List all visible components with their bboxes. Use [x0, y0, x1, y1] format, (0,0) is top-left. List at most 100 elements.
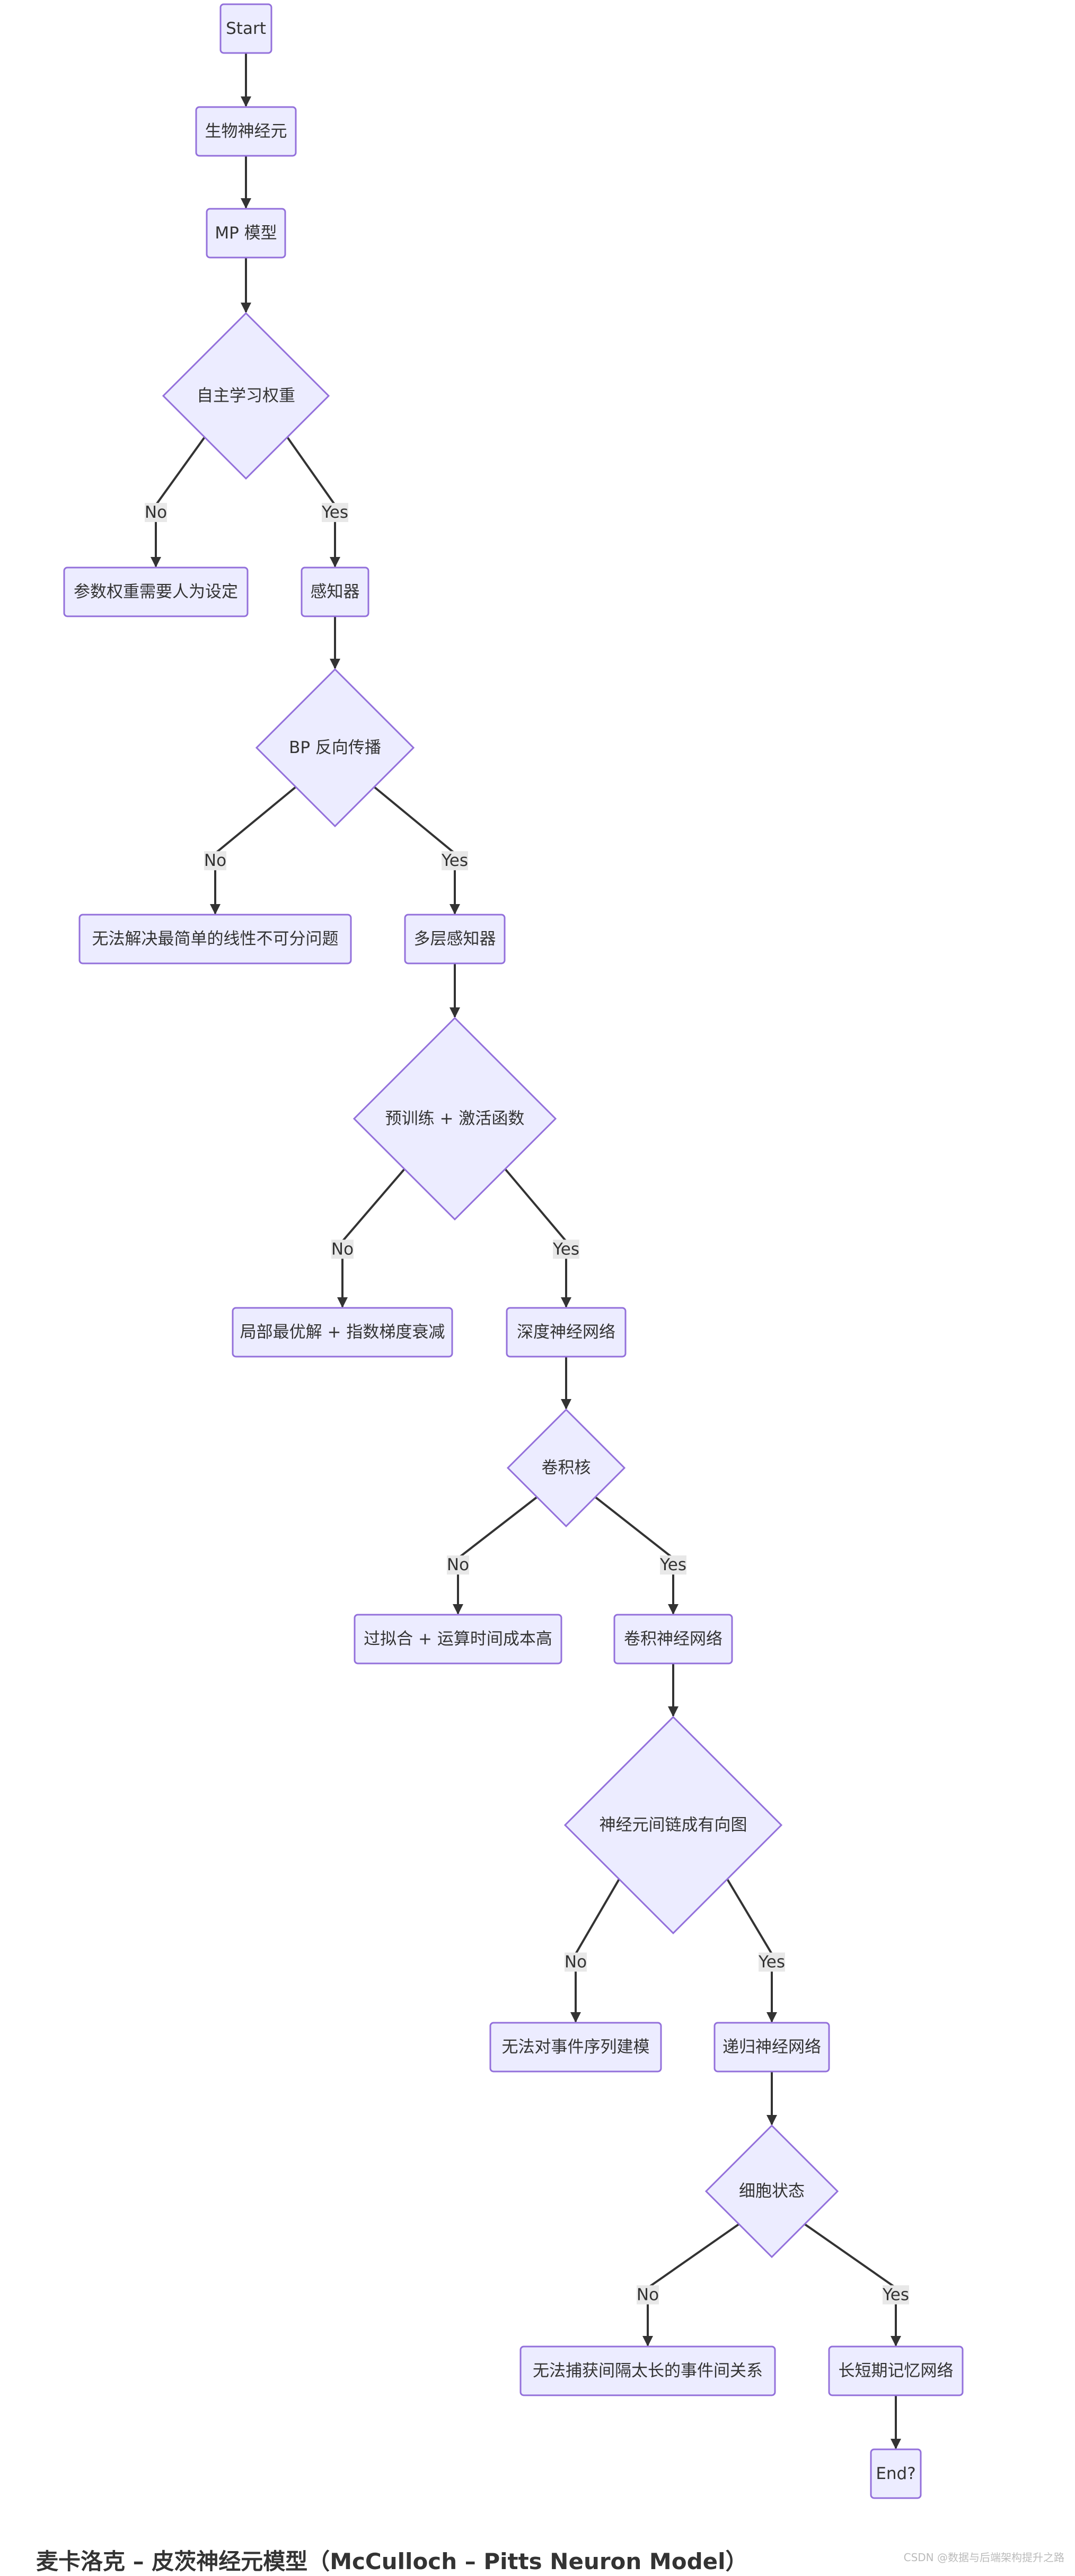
node-label: 无法对事件序列建模	[502, 2038, 650, 2057]
node-bio-neuron: 生物神经元	[195, 106, 297, 157]
node-cnn: 卷积神经网络	[613, 1614, 733, 1665]
node-no-sequence: 无法对事件序列建模	[489, 2022, 662, 2073]
process-box	[404, 914, 506, 964]
process-box	[232, 1307, 453, 1358]
decision-diamond	[704, 2124, 839, 2259]
node-start: Start	[219, 3, 272, 54]
edge-label-bg-q_cell-yes	[883, 2285, 909, 2305]
edge-label-bg-q_backprop-no	[204, 851, 226, 871]
decision-diamond	[162, 312, 330, 480]
edge-q_kernel-to-overfit	[453, 1496, 538, 1615]
edge-label-q_kernel-no: No	[447, 1555, 469, 1574]
edge-label-q_pretrain-no: No	[331, 1240, 354, 1259]
edge-q_pretrain-to-local_optimum	[337, 1168, 406, 1308]
edge-label-bg-q_backprop-yes	[442, 851, 468, 871]
node-label: 无法捕获间隔太长的事件间关系	[533, 2361, 763, 2380]
node-q-cell: 细胞状态	[704, 2124, 839, 2259]
edge-label-q_kernel-yes: Yes	[659, 1555, 686, 1574]
process-box	[78, 914, 352, 964]
node-label: MP 模型	[215, 224, 277, 243]
node-end: End?	[870, 2448, 922, 2499]
process-box	[63, 566, 249, 617]
process-box	[219, 3, 272, 54]
node-label: 递归神经网络	[722, 2038, 821, 2057]
node-label: 过拟合 + 运算时间成本高	[364, 1630, 552, 1649]
edge-label-bg-q_self_learn-yes	[322, 503, 348, 523]
node-label: 无法解决最简单的线性不可分问题	[92, 930, 339, 949]
edge-label-q_backprop-no: No	[204, 851, 226, 870]
node-overfit: 过拟合 + 运算时间成本高	[354, 1614, 562, 1665]
node-label: 卷积核	[542, 1458, 591, 1477]
node-label: 局部最优解 + 指数梯度衰减	[240, 1323, 445, 1342]
node-label: 细胞状态	[739, 2182, 805, 2201]
node-perceptron: 感知器	[301, 566, 369, 617]
process-box	[489, 2022, 662, 2073]
decision-diamond	[506, 1408, 626, 1528]
node-dnn: 深度神经网络	[506, 1307, 627, 1358]
watermark: CSDN @数据与后端架构提升之路	[903, 2551, 1064, 2564]
edge-label-bg-q_directed-yes	[759, 1952, 785, 1972]
node-no-long-dep: 无法捕获间隔太长的事件间关系	[519, 2345, 776, 2396]
edge-q_backprop-to-linear_problem	[210, 786, 297, 915]
edge-label-bg-q_directed-no	[565, 1952, 587, 1972]
process-box	[506, 1307, 627, 1358]
process-box	[713, 2022, 830, 2073]
edge-label-bg-q_kernel-no	[447, 1555, 469, 1575]
node-label: 感知器	[311, 582, 360, 601]
node-label: 卷积神经网络	[624, 1630, 722, 1649]
edge-q_self_learn-to-manual_weights	[151, 436, 206, 568]
edge-label-bg-q_self_learn-no	[145, 503, 167, 523]
process-box	[613, 1614, 733, 1665]
node-label: 神经元间链成有向图	[600, 1816, 747, 1835]
edge-label-q_self_learn-no: No	[145, 503, 167, 522]
edge-q_pretrain-to-dnn	[504, 1168, 571, 1308]
node-q-kernel: 卷积核	[506, 1408, 626, 1528]
node-label: 长短期记忆网络	[839, 2361, 954, 2380]
edge-label-bg-q_cell-no	[637, 2285, 659, 2305]
edge-q_cell-to-no_long_dep	[642, 2223, 740, 2347]
node-local-optimum: 局部最优解 + 指数梯度衰减	[232, 1307, 453, 1358]
edge-label-q_directed-no: No	[565, 1953, 587, 1972]
node-label: 生物神经元	[205, 122, 287, 141]
edge-label-q_pretrain-yes: Yes	[552, 1240, 579, 1259]
edge-label-q_cell-no: No	[637, 2285, 659, 2304]
node-q-self-learn: 自主学习权重	[162, 312, 330, 480]
edge-label-bg-q_pretrain-no	[331, 1240, 354, 1259]
decision-diamond	[563, 1715, 783, 1935]
node-label: 预训练 + 激活函数	[385, 1109, 525, 1128]
node-manual-weights: 参数权重需要人为设定	[63, 566, 249, 617]
node-label: 参数权重需要人为设定	[74, 582, 238, 601]
node-label: 自主学习权重	[197, 386, 295, 405]
node-mp-model: MP 模型	[206, 208, 286, 259]
node-q-backprop: BP 反向传播	[255, 668, 415, 828]
process-box	[828, 2345, 964, 2396]
node-q-directed: 神经元间链成有向图	[563, 1715, 783, 1935]
edge-q_self_learn-to-perceptron	[286, 436, 340, 568]
edge-q_directed-to-no_sequence	[570, 1878, 620, 2023]
node-lstm: 长短期记忆网络	[828, 2345, 964, 2396]
node-q-pretrain: 预训练 + 激活函数	[353, 1016, 557, 1221]
process-box	[195, 106, 297, 157]
edge-label-bg-q_kernel-yes	[660, 1555, 686, 1575]
node-label: End?	[876, 2464, 915, 2483]
node-label: 深度神经网络	[517, 1323, 615, 1342]
edge-label-q_backprop-yes: Yes	[441, 851, 468, 870]
section-heading: 麦卡洛克 – 皮茨神经元模型（McCulloch – Pitts Neuron …	[36, 2548, 748, 2574]
edge-q_backprop-to-mlp	[373, 786, 460, 915]
decision-diamond	[353, 1016, 557, 1221]
process-box	[206, 208, 286, 259]
process-box	[870, 2448, 922, 2499]
node-label: BP 反向传播	[289, 738, 381, 757]
decision-diamond	[255, 668, 415, 828]
node-linear-problem: 无法解决最简单的线性不可分问题	[78, 914, 352, 964]
edge-q_directed-to-rnn	[726, 1878, 777, 2023]
node-label: Start	[226, 19, 266, 38]
edge-label-q_self_learn-yes: Yes	[321, 503, 348, 522]
node-mlp: 多层感知器	[404, 914, 506, 964]
edge-label-q_directed-yes: Yes	[758, 1953, 785, 1972]
edge-label-q_cell-yes: Yes	[882, 2285, 909, 2304]
process-box	[301, 566, 369, 617]
